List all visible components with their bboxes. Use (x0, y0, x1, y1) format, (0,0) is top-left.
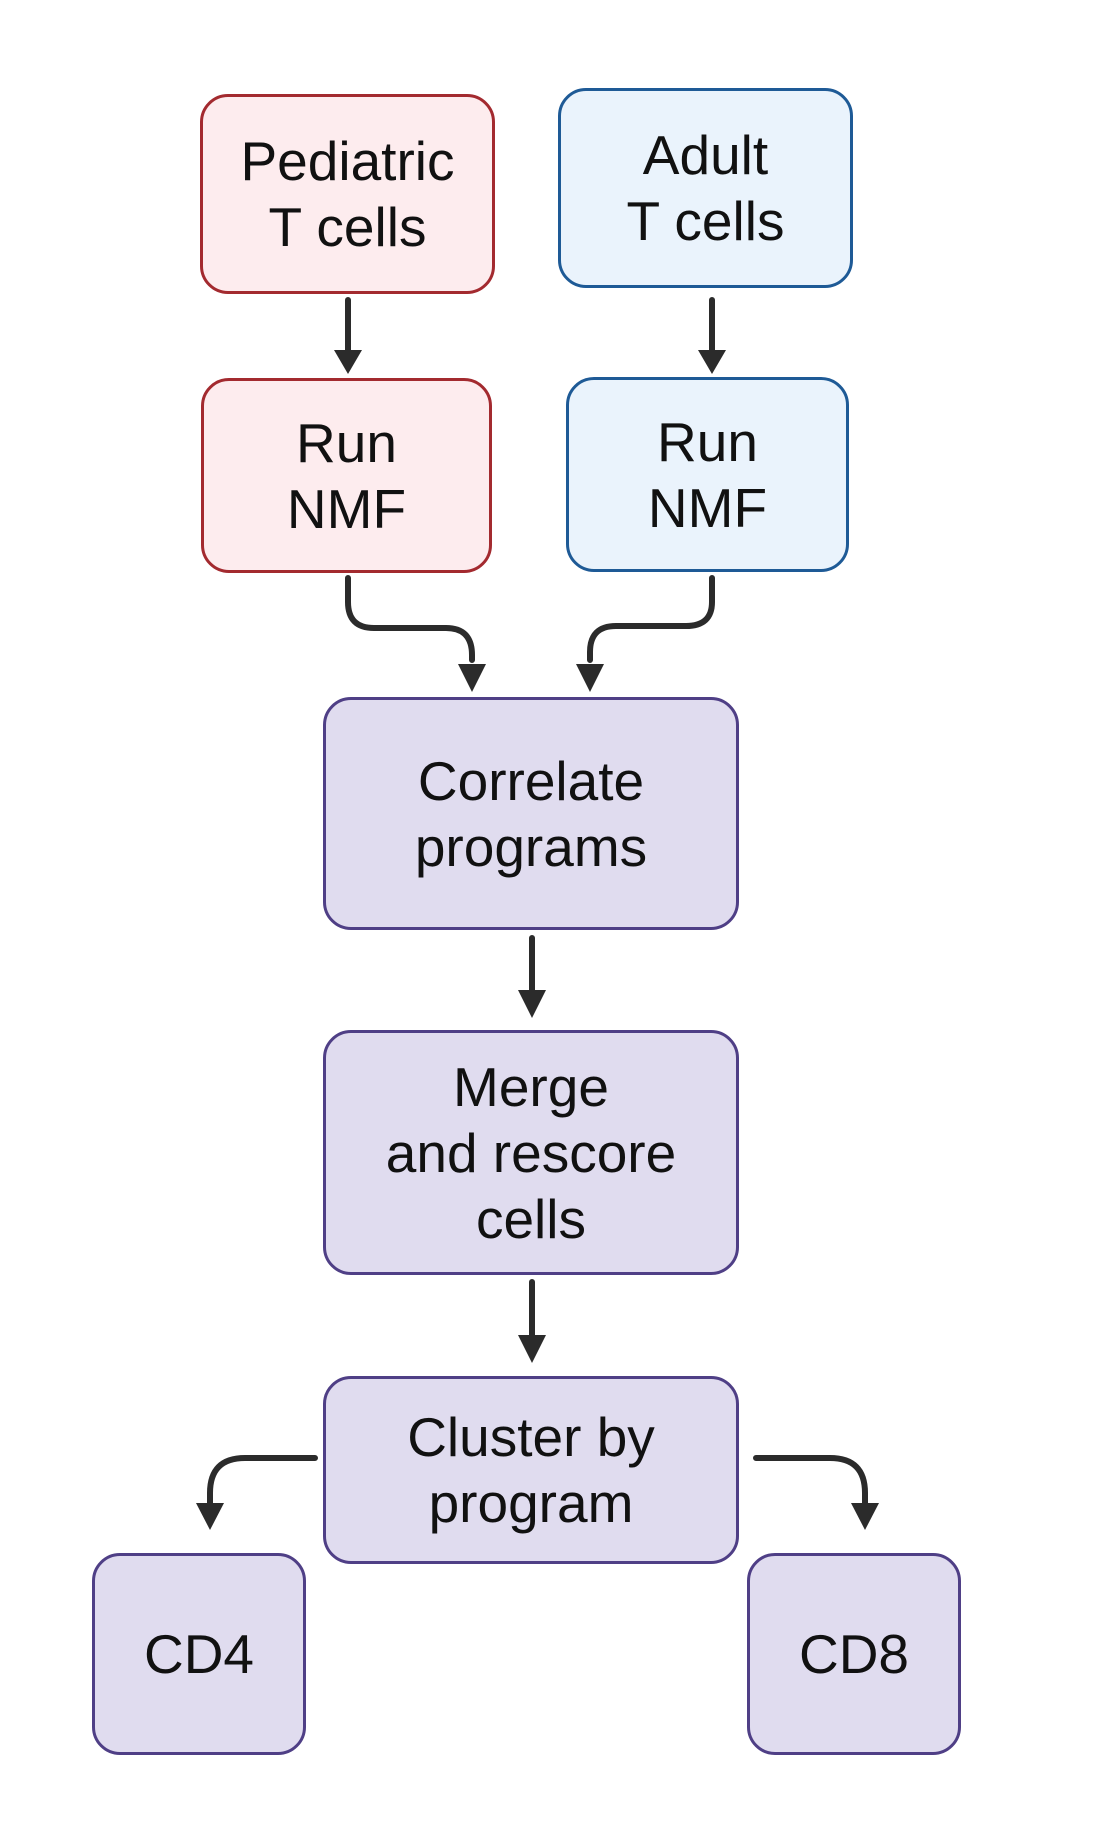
arrowhead-correlate-merge (518, 990, 546, 1018)
arrowhead-cluster-cd4 (196, 1503, 224, 1530)
cd8-label: CD8 (798, 1623, 910, 1685)
pediatric-t-cells-label: Pediatric T cells (240, 130, 455, 258)
arrow-cluster-to-cd8 (753, 1455, 868, 1508)
run-nmf-adult-box: Run NMF (566, 377, 849, 572)
arrowhead-cluster-cd8 (851, 1503, 879, 1530)
cluster-by-program-label: Cluster by program (407, 1406, 655, 1534)
arrowhead-adult-correlate (576, 664, 604, 692)
cluster-by-program-box: Cluster by program (323, 1376, 739, 1564)
adult-t-cells-label: Adult T cells (626, 124, 785, 252)
run-nmf-pediatric-box: Run NMF (201, 378, 492, 573)
arrowhead-ped-correlate (458, 664, 486, 692)
adult-t-cells-box: Adult T cells (558, 88, 853, 288)
run-nmf-pediatric-label: Run NMF (286, 411, 407, 540)
arrowhead-pediatric-nmf (334, 350, 362, 374)
arrow-cluster-to-cd4 (207, 1455, 318, 1508)
run-nmf-adult-label: Run NMF (647, 410, 768, 539)
pediatric-t-cells-box: Pediatric T cells (200, 94, 495, 294)
arrow-nmf-pediatric-to-correlate (345, 575, 475, 663)
merge-rescore-box: Merge and rescore cells (323, 1030, 739, 1275)
arrow-nmf-adult-to-correlate (587, 575, 715, 663)
cd8-box: CD8 (747, 1553, 961, 1755)
correlate-programs-label: Correlate programs (414, 749, 648, 878)
correlate-programs-box: Correlate programs (323, 697, 739, 930)
arrowhead-adult-nmf (698, 350, 726, 374)
cd4-box: CD4 (92, 1553, 306, 1755)
cd4-label: CD4 (143, 1623, 255, 1685)
merge-rescore-label: Merge and rescore cells (385, 1055, 677, 1250)
arrowhead-merge-cluster (518, 1335, 546, 1363)
